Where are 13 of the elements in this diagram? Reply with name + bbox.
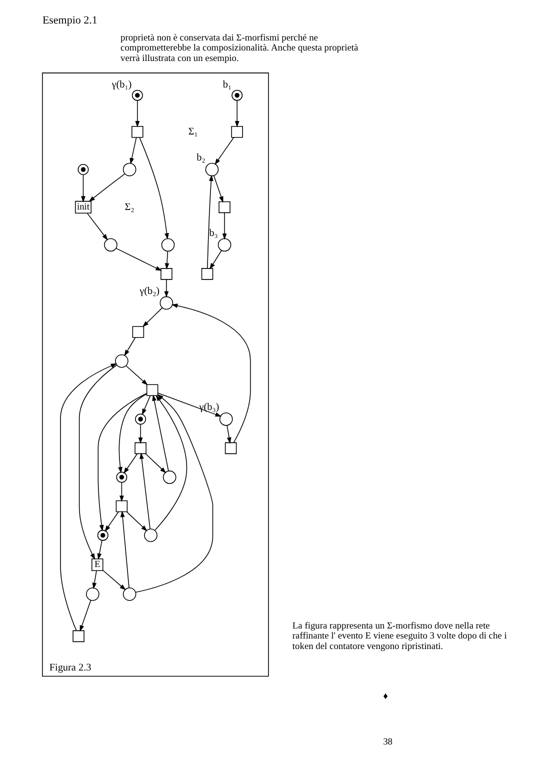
node-label: b₃: [208, 228, 218, 239]
node-label: γ(b₁): [111, 79, 132, 90]
node-label: γ(b₂): [139, 286, 160, 297]
label: ♦: [382, 692, 388, 702]
node-label: b₁: [222, 79, 232, 90]
node-label: b₂: [196, 152, 205, 164]
label: Σ₁: [188, 126, 198, 138]
label: Σ₂: [124, 202, 134, 213]
label: La figura rappresenta un Σ-morfismo dove nella rete raffinante l' evento E viene eseguito 3 volte dopo di che i token del contatore vengono ripristinati.: [292, 621, 506, 652]
label: proprietà non è conservata dai Σ-morfismi perché ne comprometterebbe la composizionalità. Anche questa proprietà verrà illustrata con un esempio.: [120, 33, 358, 64]
diagram-title: Esempio 2.1: [42, 14, 97, 27]
node-label: γ(b₃): [198, 402, 219, 414]
label: 38: [382, 738, 392, 748]
